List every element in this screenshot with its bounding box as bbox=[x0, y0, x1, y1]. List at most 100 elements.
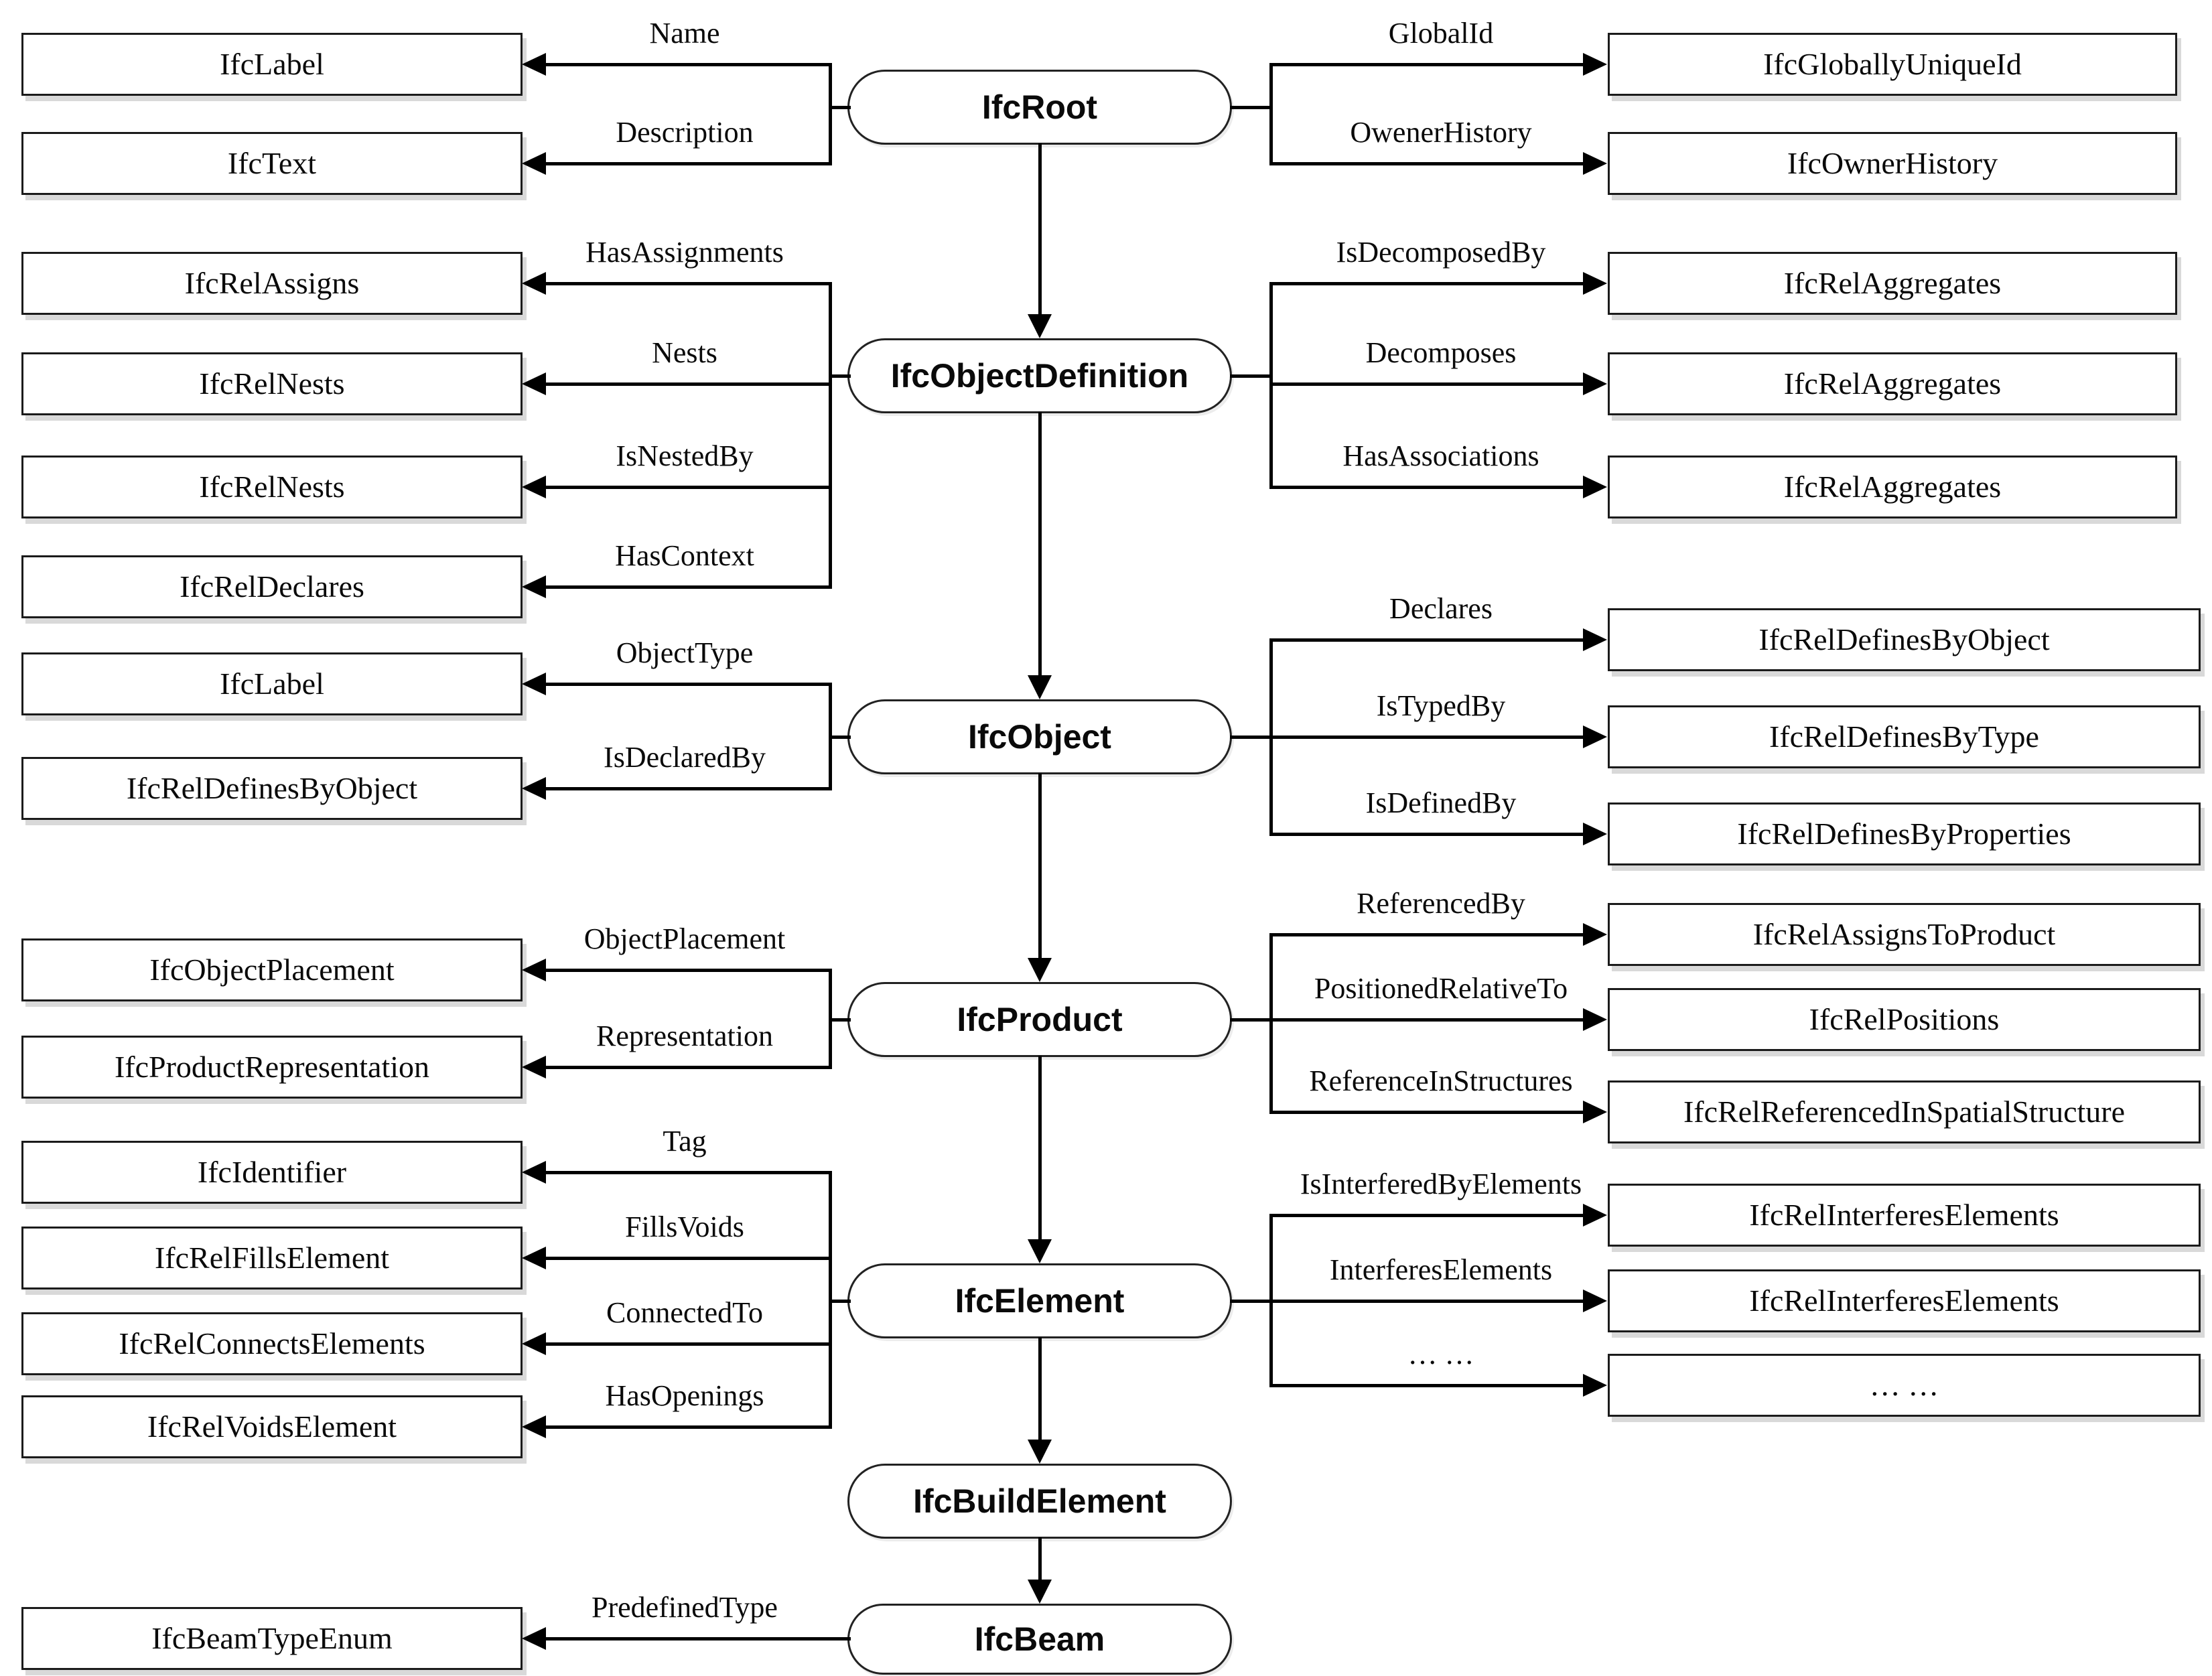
arrowhead-left bbox=[522, 1415, 546, 1438]
arrow-line bbox=[1271, 833, 1585, 836]
type-box-ifcrelnests: IfcRelNests bbox=[21, 352, 523, 415]
connector-stub bbox=[829, 374, 851, 378]
arrow-line bbox=[543, 282, 831, 285]
type-box-ifcrelvoidselement: IfcRelVoidsElement bbox=[21, 1395, 523, 1458]
arrow-line bbox=[1271, 1018, 1585, 1022]
attr-label-hasassociations: HasAssociations bbox=[1342, 439, 1539, 472]
connector-vline bbox=[1269, 63, 1273, 165]
arrowhead-down bbox=[1028, 1440, 1052, 1464]
type-box-ifcrelassigns: IfcRelAssigns bbox=[21, 252, 523, 315]
attr-label-declares: Declares bbox=[1389, 592, 1493, 625]
type-box-ifcrelaggregates: IfcRelAggregates bbox=[1608, 252, 2177, 315]
arrowhead-left bbox=[522, 152, 546, 175]
arrowhead-down bbox=[1028, 675, 1052, 699]
arrow-line bbox=[1271, 382, 1585, 386]
inheritance-arrow-line bbox=[1038, 1337, 1042, 1440]
arrow-line bbox=[543, 486, 831, 489]
attr-label-isdecomposedby: IsDecomposedBy bbox=[1336, 236, 1546, 269]
type-box-ifcrelnests: IfcRelNests bbox=[21, 456, 523, 518]
attr-label-objecttype: ObjectType bbox=[616, 636, 754, 669]
type-box-ifcproductrepresentation: IfcProductRepresentation bbox=[21, 1036, 523, 1099]
arrowhead-left bbox=[522, 53, 546, 76]
connector-stub bbox=[829, 1300, 851, 1303]
arrow-line bbox=[543, 683, 831, 686]
attr-label-fillsvoids: FillsVoids bbox=[625, 1210, 744, 1243]
arrowhead-right bbox=[1583, 372, 1607, 395]
type-box-ifctext: IfcText bbox=[21, 132, 523, 195]
attr-label-hasopenings: HasOpenings bbox=[605, 1379, 764, 1412]
connector-stub bbox=[1230, 736, 1271, 739]
inheritance-arrow-line bbox=[1038, 1537, 1042, 1580]
arrow-line bbox=[543, 585, 831, 589]
node-ifc-product: IfcProduct bbox=[847, 982, 1232, 1057]
type-box-ifcrelaggregates: IfcRelAggregates bbox=[1608, 352, 2177, 415]
node-ifc-build-element: IfcBuildElement bbox=[847, 1464, 1232, 1539]
connector-vline bbox=[1269, 282, 1273, 489]
attr-label-istypedby: IsTypedBy bbox=[1376, 689, 1506, 722]
node-ifc-element: IfcElement bbox=[847, 1263, 1232, 1338]
connector-stub bbox=[829, 1018, 851, 1022]
attr-label-globalid: GlobalId bbox=[1388, 17, 1494, 50]
attr-label-description: Description bbox=[616, 116, 754, 149]
arrowhead-right bbox=[1583, 272, 1607, 295]
arrow-line bbox=[543, 382, 831, 386]
type-box-ifcidentifier: IfcIdentifier bbox=[21, 1141, 523, 1204]
arrowhead-left bbox=[522, 1056, 546, 1078]
connector-vline bbox=[1269, 1214, 1273, 1387]
type-box-ifcrelaggregates: IfcRelAggregates bbox=[1608, 456, 2177, 518]
node-ifc-object-definition: IfcObjectDefinition bbox=[847, 338, 1232, 413]
arrowhead-right bbox=[1583, 823, 1607, 845]
connector-stub bbox=[1230, 1018, 1271, 1022]
arrow-line bbox=[1271, 486, 1585, 489]
connector-vline bbox=[1269, 933, 1273, 1114]
arrow-line bbox=[1271, 282, 1585, 285]
arrowhead-left bbox=[522, 1247, 546, 1269]
arrow-line bbox=[543, 1066, 831, 1069]
connector-stub bbox=[1230, 106, 1271, 109]
type-box-ifcrelinterfereselements: IfcRelInterferesElements bbox=[1608, 1269, 2201, 1332]
arrow-line bbox=[1271, 63, 1585, 66]
connector-stub bbox=[829, 736, 851, 739]
arrowhead-right bbox=[1583, 1289, 1607, 1312]
node-ifc-object: IfcObject bbox=[847, 699, 1232, 774]
arrow-line bbox=[1271, 162, 1585, 165]
arrowhead-right bbox=[1583, 1101, 1607, 1123]
arrow-line bbox=[543, 63, 831, 66]
arrow-line bbox=[543, 1171, 831, 1174]
arrow-line bbox=[1271, 638, 1585, 642]
attr-label-connectedto: ConnectedTo bbox=[606, 1296, 763, 1329]
attr-label-isdeclaredby: IsDeclaredBy bbox=[604, 741, 766, 774]
arrow-line bbox=[543, 969, 831, 972]
inheritance-arrow-line bbox=[1038, 1056, 1042, 1239]
arrowhead-left bbox=[522, 1332, 546, 1355]
type-box-ifcrelinterfereselements: IfcRelInterferesElements bbox=[1608, 1184, 2201, 1247]
type-box-ifcownerhistory: IfcOwnerHistory bbox=[1608, 132, 2177, 195]
type-box-ifcreldefinesbytype: IfcRelDefinesByType bbox=[1608, 705, 2201, 768]
arrowhead-down bbox=[1028, 1580, 1052, 1604]
type-box-ifcrelconnectselements: IfcRelConnectsElements bbox=[21, 1312, 523, 1375]
arrow-line bbox=[1271, 1300, 1585, 1303]
inheritance-arrow-line bbox=[1038, 143, 1042, 314]
node-ifc-beam: IfcBeam bbox=[847, 1604, 1232, 1675]
arrow-line bbox=[543, 1257, 831, 1260]
attr-label-positionedrelativeto: PositionedRelativeTo bbox=[1314, 972, 1568, 1005]
arrow-line bbox=[1271, 736, 1585, 739]
type-box-ifcrelreferencedinspatialstructure: IfcRelReferencedInSpatialStructure bbox=[1608, 1080, 2201, 1143]
connector-stub bbox=[829, 106, 851, 109]
arrow-line bbox=[543, 1637, 851, 1640]
arrowhead-right bbox=[1583, 1374, 1607, 1397]
arrowhead-left bbox=[522, 272, 546, 295]
connector-vline bbox=[829, 63, 832, 165]
arrow-line bbox=[1271, 1384, 1585, 1387]
arrowhead-left bbox=[522, 673, 546, 695]
type-box-ifcreldefinesbyobject: IfcRelDefinesByObject bbox=[1608, 608, 2201, 671]
node-ifc-root: IfcRoot bbox=[847, 70, 1232, 145]
attr-label-hascontext: HasContext bbox=[615, 539, 754, 572]
arrowhead-left bbox=[522, 575, 546, 598]
connector-vline bbox=[1269, 638, 1273, 836]
attr-label-ellipsis: … … bbox=[1407, 1338, 1474, 1371]
attr-label-decomposes: Decomposes bbox=[1365, 336, 1517, 369]
attr-label-tag: Tag bbox=[663, 1125, 707, 1158]
type-box-ifcreldefinesbyobject: IfcRelDefinesByObject bbox=[21, 757, 523, 820]
